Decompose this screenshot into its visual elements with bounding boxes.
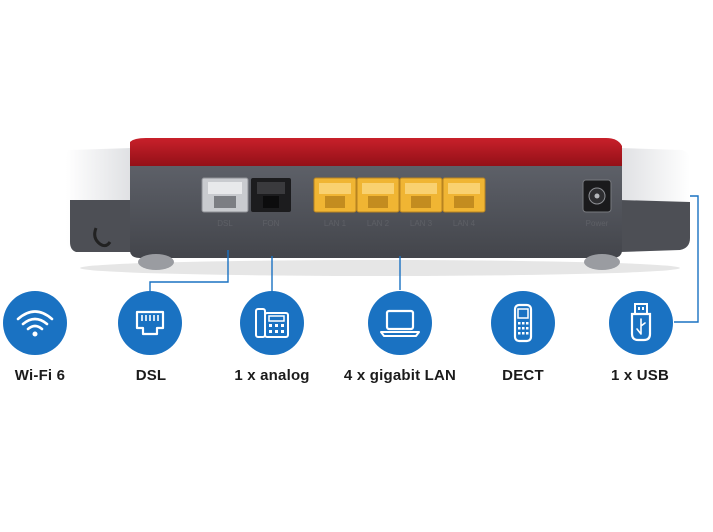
lan-feature-label: 4 x gigabit LAN xyxy=(343,367,457,384)
router-left-end-cap xyxy=(66,148,132,252)
usb-feature-label: 1 x USB xyxy=(610,367,670,384)
lan-port-1-label: LAN 1 xyxy=(324,219,347,228)
lan-port-4 xyxy=(442,177,486,213)
router-foot-left xyxy=(138,254,174,270)
lan-port-3-label: LAN 3 xyxy=(410,219,433,228)
lan-port-2-label: LAN 2 xyxy=(367,219,390,228)
fon-port-label: FON xyxy=(263,219,280,228)
wifi-feature-label: Wi-Fi 6 xyxy=(14,367,66,384)
power-socket-label: Power xyxy=(586,219,609,228)
network-port-icon xyxy=(118,291,182,355)
analog-feature-label: 1 x analog xyxy=(234,367,310,384)
power-socket xyxy=(582,179,612,213)
lan-feature-icon xyxy=(367,290,433,356)
usb-connector-line xyxy=(674,195,699,323)
lan-port-3 xyxy=(399,177,443,213)
router-shadow xyxy=(80,260,680,276)
dect-feature-label: DECT xyxy=(502,367,544,384)
laptop-icon xyxy=(368,291,432,355)
analog-feature-icon xyxy=(239,290,305,356)
wifi-icon xyxy=(3,291,67,355)
fon-port xyxy=(251,178,291,212)
wifi-feature-icon xyxy=(2,290,68,356)
dect-feature-icon xyxy=(490,290,556,356)
dsl-port xyxy=(201,177,249,213)
dsl-feature-label: DSL xyxy=(135,367,167,384)
router-red-band xyxy=(130,138,622,168)
lan-port-2 xyxy=(356,177,400,213)
cordless-phone-icon xyxy=(491,291,555,355)
dsl-port-label: DSL xyxy=(217,219,233,228)
usb-feature-icon xyxy=(608,290,674,356)
telephone-icon xyxy=(240,291,304,355)
usb-icon xyxy=(609,291,673,355)
dsl-feature-icon xyxy=(117,290,183,356)
router-right-end-cap xyxy=(620,148,690,252)
lan-port-1 xyxy=(313,177,357,213)
lan-port-4-label: LAN 4 xyxy=(453,219,476,228)
router-foot-right xyxy=(584,254,620,270)
